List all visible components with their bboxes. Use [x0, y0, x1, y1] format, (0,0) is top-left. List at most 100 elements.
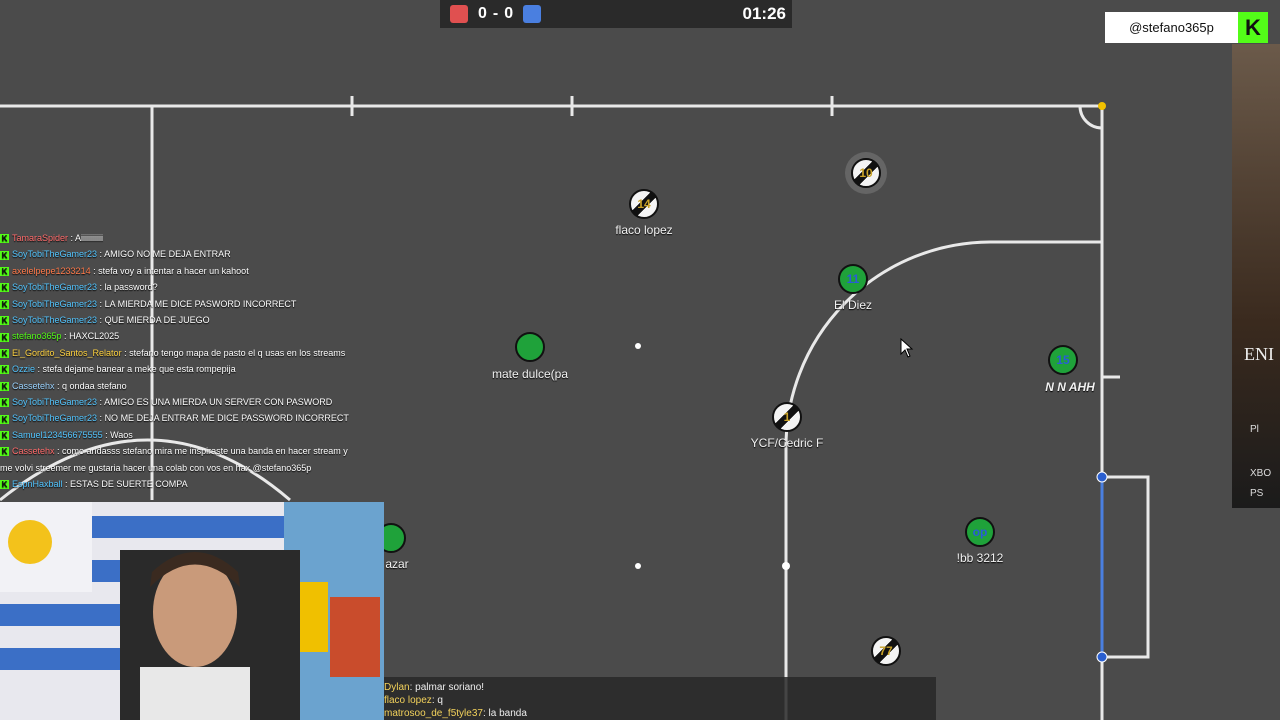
chat-text: LA MIERDA ME DICE PASWORD INCORRECT	[104, 298, 297, 309]
chat-text: QUE MIERDA DE JUEGO	[104, 315, 210, 326]
player-name: YCF/Cedric F	[750, 436, 824, 450]
chat-username: Cassetehx	[12, 380, 55, 391]
chat-text: Waos	[110, 429, 133, 440]
chat-text: la password?	[104, 282, 158, 293]
ingame-chat-text: palmar soriano!	[415, 682, 485, 693]
ad-platform-pc: Pl	[1250, 424, 1259, 435]
chat-text: HAXCL2025	[69, 331, 120, 342]
player-name: !bb 3212	[956, 551, 1004, 565]
ad-platform-xbox: XBO	[1250, 468, 1272, 479]
player-disc: 1	[772, 402, 802, 432]
player-number: op	[972, 525, 988, 539]
kick-badge-icon: K	[0, 332, 9, 342]
kick-logo-icon: K	[1238, 12, 1268, 43]
player-name: flaco lopez	[615, 223, 673, 237]
player-name: N N AHH	[1045, 380, 1095, 394]
chat-text: Aiiiiiiiiiii	[75, 233, 104, 243]
player-disc	[515, 332, 545, 362]
chat-text: NO ME DEJA ENTRAR ME DICE PASSWORD INCOR…	[104, 413, 349, 424]
ingame-chat-user: matrosoo_de_f5tyle37	[384, 708, 483, 719]
chat-username: SoyTobiTheGamer23	[12, 397, 98, 408]
player-number: 14	[637, 197, 651, 211]
chat-text: ESTAS DE SUERTE COMPA	[70, 479, 188, 490]
streamer-handle: @stefano365p	[1105, 12, 1238, 43]
webcam-image	[0, 502, 384, 720]
kick-badge-icon: K	[0, 381, 9, 391]
kick-badge-icon: K	[0, 266, 9, 276]
player-number: 10	[859, 166, 873, 180]
player-name: mate dulce(pa	[491, 367, 569, 381]
kick-badge-icon: K	[0, 299, 9, 309]
kick-badge-icon: K	[0, 283, 9, 293]
kick-badge-icon: K	[0, 447, 9, 457]
chat-username: El_Gordito_Santos_Relator	[12, 347, 122, 358]
kick-badge-icon: K	[0, 480, 9, 490]
player-number: 1	[783, 410, 791, 424]
chat-username: Samuel123456675555	[12, 429, 103, 440]
player-number: 11	[846, 272, 860, 286]
chat-username: Ozzie	[12, 364, 36, 375]
ad-platform-ps: PS	[1250, 488, 1264, 499]
red-score: 0	[478, 5, 487, 22]
chat-username: stefano365p	[12, 331, 62, 342]
chat-text: como andasss stefano mira me inspiraste …	[0, 446, 348, 473]
ingame-chat-user: Dylan	[384, 682, 410, 693]
kick-badge-icon: K	[0, 250, 9, 260]
kick-badge-icon: K	[0, 348, 9, 358]
player-disc: 15	[1048, 345, 1078, 375]
player-name: El Diez	[833, 298, 873, 312]
chat-text: stefano tengo mapa de pasto el q usas en…	[129, 347, 346, 358]
chat-username: SoyTobiTheGamer23	[12, 413, 98, 424]
player-number: 15	[1056, 353, 1070, 367]
chat-text: q ondaa stefano	[62, 380, 127, 391]
chat-text: stefa voy a intentar a hacer un kahoot	[98, 265, 249, 276]
chat-username: EspnHaxball	[12, 479, 63, 490]
ingame-chat-user: flaco lopez	[384, 695, 432, 706]
chat-username: Cassetehx	[12, 446, 55, 457]
corner-arc	[1078, 105, 1103, 130]
player-disc: 14	[629, 189, 659, 219]
chat-username: SoyTobiTheGamer23	[12, 249, 98, 260]
chat-text: stefa dejame banear a meke que esta romp…	[42, 364, 236, 375]
webcam-feed	[0, 502, 384, 720]
chat-username: SoyTobiTheGamer23	[12, 282, 98, 293]
player-name: azar	[385, 557, 409, 571]
chat-username: SoyTobiTheGamer23	[12, 315, 98, 326]
chat-username: SoyTobiTheGamer23	[12, 298, 98, 309]
kick-badge-icon: K	[0, 414, 9, 424]
kick-badge-icon: K	[0, 431, 9, 440]
match-timer: 01:26	[742, 4, 786, 23]
blue-team-icon	[523, 5, 542, 23]
kick-badge-icon: K	[0, 234, 9, 244]
chat-username: TamaraSpider	[12, 233, 69, 243]
ingame-chat-line: matrosoo_de_f5tyle37: la banda	[384, 708, 527, 719]
kick-badge-icon: K	[0, 365, 9, 375]
player-disc: 77	[871, 636, 901, 666]
kick-badge-icon: K	[0, 316, 9, 326]
chat-username: axelelpepe1233214	[12, 265, 91, 276]
goal-frame	[1102, 475, 1150, 659]
mouse-cursor-icon	[900, 338, 914, 358]
center-circle-partial	[0, 438, 291, 502]
ingame-chat-line: Dylan: palmar soriano!	[384, 682, 485, 693]
scoreboard: 0 - 0 01:26	[440, 0, 792, 28]
player-disc: 10	[851, 158, 881, 188]
ingame-chat-text: q	[437, 695, 443, 706]
red-team-icon	[450, 5, 468, 23]
player-number: 77	[879, 644, 893, 658]
